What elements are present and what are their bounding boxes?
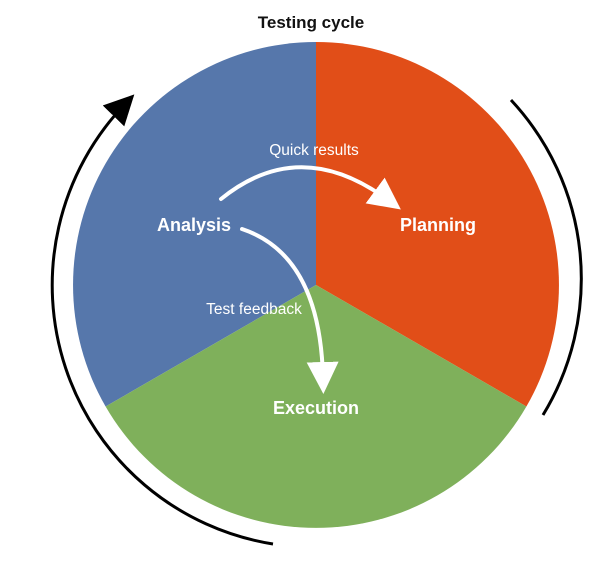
execution-label: Execution [273, 398, 359, 418]
cycle-arrow-left [50, 94, 274, 546]
analysis-segment [73, 42, 316, 407]
analysis-label: Analysis [157, 215, 231, 235]
test-feedback-arrow [240, 227, 339, 394]
execution-segment [105, 285, 527, 528]
planning-segment [316, 42, 559, 407]
diagram-title: Testing cycle [258, 13, 364, 32]
quick-results-label: Quick results [269, 142, 359, 159]
test-feedback-label: Test feedback [206, 301, 302, 318]
quick-results-arrow [219, 165, 401, 210]
planning-label: Planning [400, 215, 476, 235]
cycle-arrow-right [509, 98, 583, 416]
